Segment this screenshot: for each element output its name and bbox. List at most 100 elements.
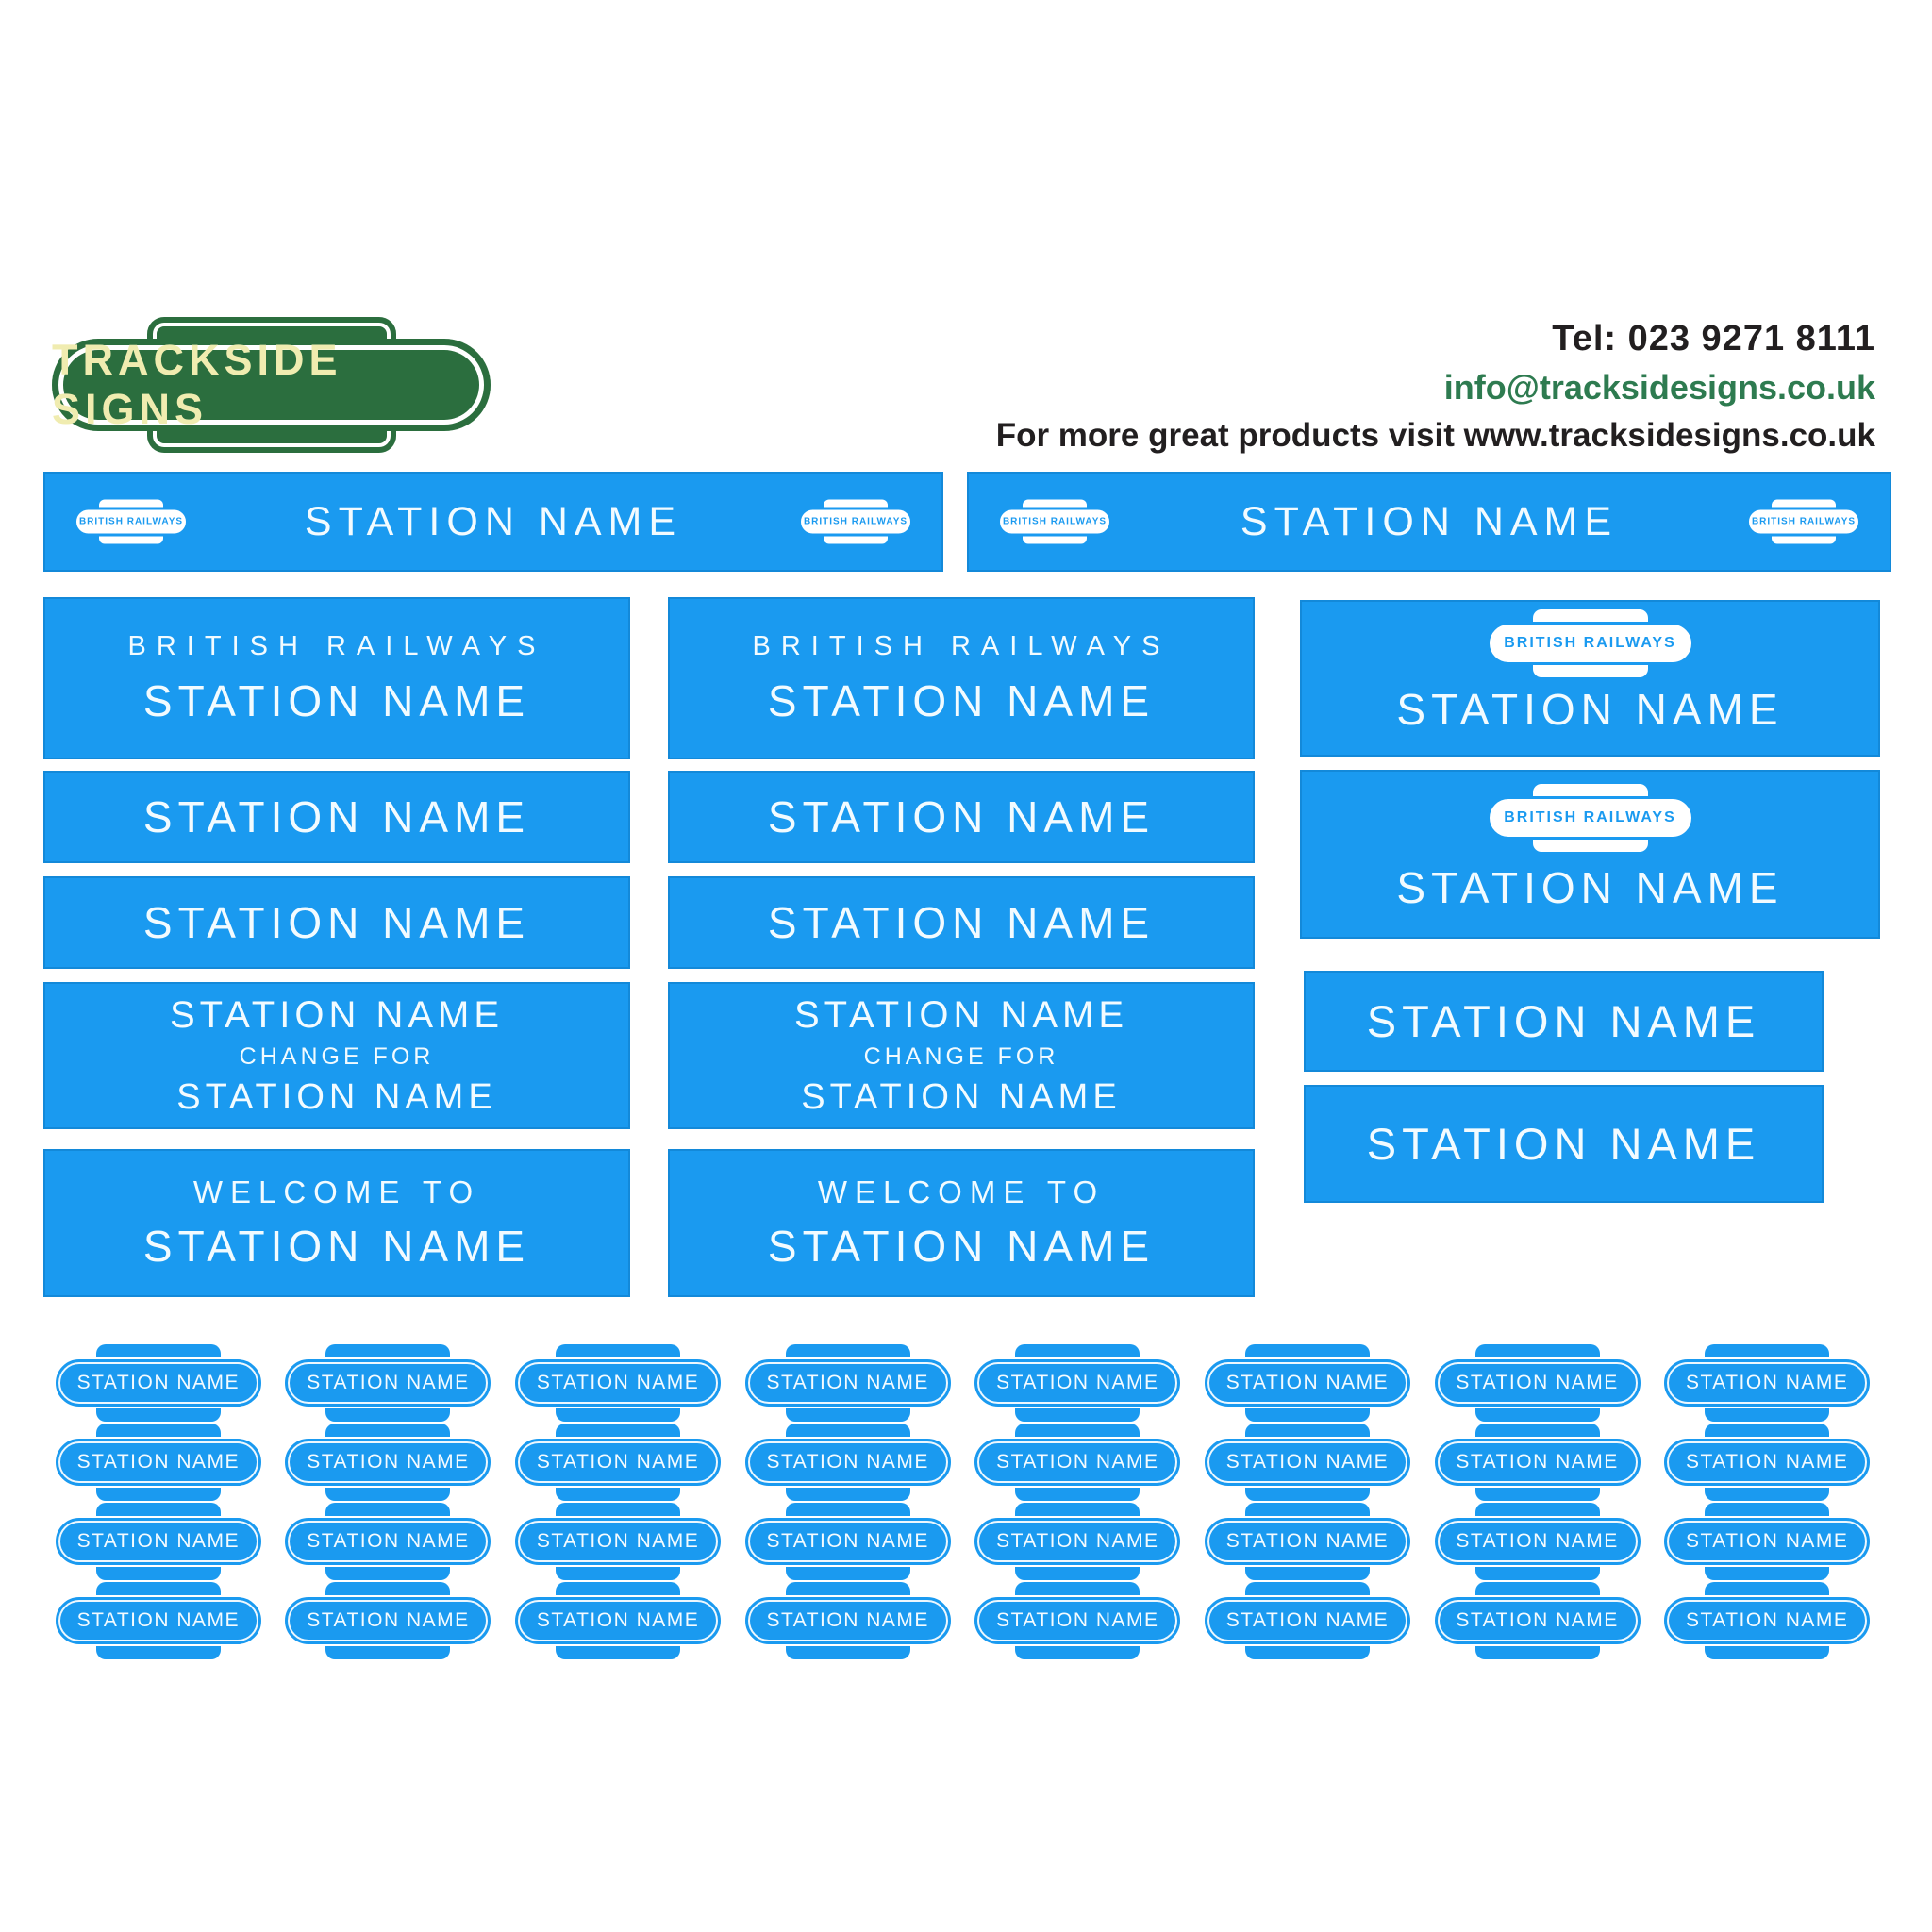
station-name-text: STATION NAME [767, 675, 1156, 725]
small-totem-cell: STATION NAME [963, 1581, 1193, 1660]
totem-label: STATION NAME [53, 1516, 263, 1567]
sign-british-railways-station: BRITISH RAILWAYS STATION NAME [668, 597, 1255, 759]
station-totem-sign: STATION NAME [1662, 1582, 1873, 1659]
small-totem-cell: STATION NAME [963, 1343, 1193, 1423]
station-totem-sign: STATION NAME [742, 1344, 953, 1422]
station-name-text: STATION NAME [142, 898, 531, 947]
totem-label: STATION NAME [1662, 1357, 1873, 1408]
british-railways-text: BRITISH RAILWAYS [127, 630, 546, 661]
sign-station-name: STATION NAME [668, 771, 1255, 863]
station-totem-sign: STATION NAME [53, 1424, 263, 1501]
sign-totem-station: BRITISH RAILWAYS STATION NAME [1300, 770, 1880, 939]
sign-station-name: STATION NAME [668, 876, 1255, 969]
british-railways-totem-icon: BRITISH RAILWAYS [798, 499, 913, 544]
british-railways-totem-icon: BRITISH RAILWAYS [997, 499, 1112, 544]
small-totem-cell: STATION NAME [274, 1343, 504, 1423]
totem-label: STATION NAME [1662, 1595, 1873, 1646]
totem-label: STATION NAME [283, 1437, 493, 1488]
british-railways-text: BRITISH RAILWAYS [752, 630, 1171, 661]
small-totem-cell: STATION NAME [274, 1581, 504, 1660]
small-totem-cell: STATION NAME [1192, 1343, 1423, 1423]
small-totem-cell: STATION NAME [1192, 1423, 1423, 1502]
station-totem-sign: STATION NAME [283, 1582, 493, 1659]
station-name-text: STATION NAME [142, 675, 531, 725]
station-totem-sign: STATION NAME [53, 1503, 263, 1580]
small-totem-cell: STATION NAME [733, 1502, 963, 1581]
welcome-to-text: WELCOME TO [192, 1174, 481, 1209]
sign-welcome-to: WELCOME TO STATION NAME [668, 1149, 1255, 1297]
totem-label: STATION NAME [742, 1437, 953, 1488]
totem-label: STATION NAME [513, 1516, 724, 1567]
small-totem-cell: STATION NAME [1192, 1502, 1423, 1581]
station-name-text: STATION NAME [767, 792, 1156, 841]
trackside-signs-logo: TRACKSIDE SIGNS [52, 317, 491, 453]
sign-station-name: STATION NAME [43, 876, 630, 969]
totem-label: STATION NAME [1202, 1516, 1412, 1567]
small-totem-cell: STATION NAME [503, 1343, 733, 1423]
banner-sign-2: BRITISH RAILWAYS STATION NAME BRITISH RA… [967, 472, 1891, 572]
small-totem-cell: STATION NAME [1423, 1581, 1653, 1660]
welcome-to-text: WELCOME TO [817, 1174, 1106, 1209]
british-railways-totem-icon: BRITISH RAILWAYS [74, 499, 189, 544]
station-name-text: STATION NAME [1240, 498, 1619, 544]
totem-label: STATION NAME [742, 1516, 953, 1567]
small-totem-cell: STATION NAME [1652, 1343, 1882, 1423]
totem-label: STATION NAME [283, 1516, 493, 1567]
small-totem-cell: STATION NAME [1652, 1423, 1882, 1502]
station-totem-sign: STATION NAME [742, 1424, 953, 1501]
british-railways-totem-icon: BRITISH RAILWAYS [1746, 499, 1861, 544]
station-totem-sign: STATION NAME [1432, 1344, 1642, 1422]
small-totem-cell: STATION NAME [963, 1502, 1193, 1581]
sign-welcome-to: WELCOME TO STATION NAME [43, 1149, 630, 1297]
station-totem-sign: STATION NAME [53, 1344, 263, 1422]
banner-sign-1: BRITISH RAILWAYS STATION NAME BRITISH RA… [43, 472, 943, 572]
british-railways-totem-icon: BRITISH RAILWAYS [1486, 609, 1694, 677]
station-totem-sign: STATION NAME [1662, 1344, 1873, 1422]
station-totem-sign: STATION NAME [513, 1424, 724, 1501]
station-totem-sign: STATION NAME [513, 1582, 724, 1659]
totem-label: STATION NAME [973, 1437, 1183, 1488]
small-totem-cell: STATION NAME [733, 1343, 963, 1423]
totem-label: STATION NAME [1202, 1595, 1412, 1646]
station-name-text: STATION NAME [1366, 996, 1761, 1046]
station-totem-sign: STATION NAME [1432, 1424, 1642, 1501]
totem-label: BRITISH RAILWAYS [997, 507, 1112, 537]
sign-totem-station: BRITISH RAILWAYS STATION NAME [1300, 600, 1880, 757]
totem-label: STATION NAME [53, 1357, 263, 1408]
totem-label: STATION NAME [513, 1595, 724, 1646]
logo-text: TRACKSIDE SIGNS [52, 336, 491, 433]
station-totem-sign: STATION NAME [742, 1503, 953, 1580]
contact-block: Tel: 023 9271 8111 info@tracksidesigns.c… [996, 319, 1875, 455]
sign-british-railways-station: BRITISH RAILWAYS STATION NAME [43, 597, 630, 759]
station-totem-sign: STATION NAME [283, 1503, 493, 1580]
small-totem-cell: STATION NAME [274, 1423, 504, 1502]
station-totem-sign: STATION NAME [973, 1424, 1183, 1501]
small-totem-cell: STATION NAME [1652, 1502, 1882, 1581]
station-totem-sign: STATION NAME [1202, 1582, 1412, 1659]
station-totem-sign: STATION NAME [1202, 1503, 1412, 1580]
promo-text: For more great products visit www.tracks… [995, 417, 1875, 454]
totem-label: STATION NAME [973, 1516, 1183, 1567]
small-totem-cell: STATION NAME [43, 1502, 274, 1581]
station-name-text: STATION NAME [1366, 1119, 1761, 1169]
station-name-text: STATION NAME [801, 1076, 1122, 1117]
totem-label: STATION NAME [283, 1595, 493, 1646]
station-name-text: STATION NAME [142, 1222, 531, 1271]
station-totem-sign: STATION NAME [283, 1344, 493, 1422]
totem-label: STATION NAME [513, 1437, 724, 1488]
totem-label: BRITISH RAILWAYS [798, 507, 913, 537]
station-totem-sign: STATION NAME [973, 1582, 1183, 1659]
station-totem-sign: STATION NAME [53, 1582, 263, 1659]
station-name-text: STATION NAME [169, 993, 505, 1036]
totem-label: STATION NAME [1432, 1516, 1642, 1567]
small-totem-cell: STATION NAME [1423, 1423, 1653, 1502]
station-totem-sign: STATION NAME [1662, 1503, 1873, 1580]
change-for-text: CHANGE FOR [863, 1042, 1059, 1070]
station-name-text: STATION NAME [142, 792, 531, 841]
station-name-text: STATION NAME [793, 993, 1129, 1036]
station-totem-sign: STATION NAME [513, 1344, 724, 1422]
small-totem-cell: STATION NAME [1423, 1343, 1653, 1423]
small-totem-cell: STATION NAME [274, 1502, 504, 1581]
totem-label: STATION NAME [283, 1357, 493, 1408]
